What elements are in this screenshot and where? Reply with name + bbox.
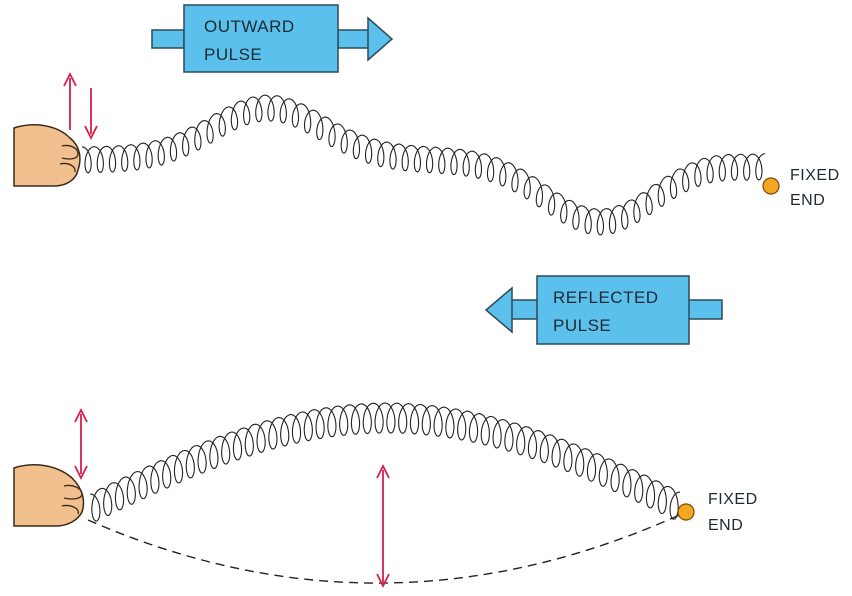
reflected-label-line2: PULSE [553,316,611,335]
hand-icon [13,464,85,527]
spring-coil-outward-pulse [81,94,766,236]
hand-oscillation-arrow [74,407,88,481]
lower-displacement-dashed-curve [87,511,687,584]
down-arrow-icon [84,125,98,141]
up-arrow-icon [376,463,390,479]
top-fixed-label-line1: FIXED [790,167,840,184]
outward-pulse-label: OUTWARD PULSE [151,4,394,73]
amplitude-arrow [376,463,390,589]
reflected-pulse-label: REFLECTED PULSE [484,275,723,345]
up-arrow-icon [74,407,88,423]
fixed-end-point [677,503,695,521]
up-arrow-icon [63,71,77,87]
bottom-fixed-label-line1: FIXED [708,491,758,508]
bottom-fixed-label-line2: END [708,517,743,534]
spring-coil-standing-wave [89,402,681,522]
left-arrow-icon [484,286,513,334]
hand-icon [13,124,81,187]
oscillation-arrows [63,71,98,141]
fixed-end-point [762,177,780,195]
down-arrow-icon [74,465,88,481]
top-fixed-label-line2: END [790,192,825,209]
right-arrow-icon [367,16,394,62]
outward-label-line1: OUTWARD [204,17,295,36]
outward-label-line2: PULSE [204,45,262,64]
down-arrow-icon [376,573,390,589]
reflected-label-line1: REFLECTED [553,288,659,307]
